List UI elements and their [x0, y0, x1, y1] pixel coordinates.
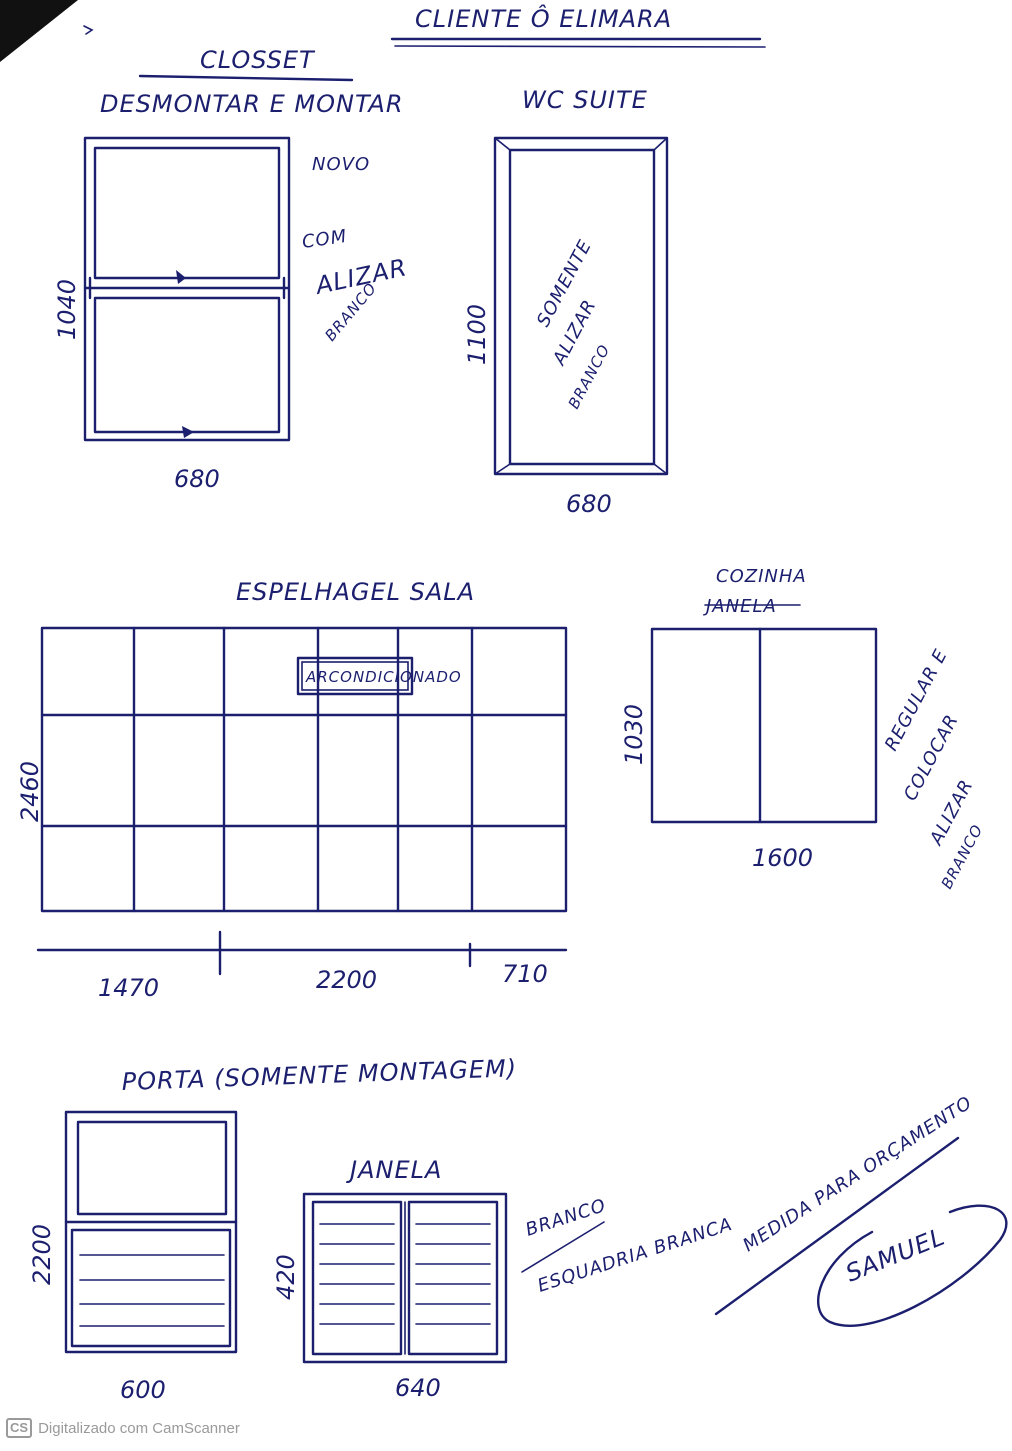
porta-height: 2200	[28, 1224, 56, 1285]
janela-title: JANELA	[346, 1156, 442, 1184]
signature-name: SAMUEL	[842, 1222, 949, 1287]
janela-width: 640	[395, 1374, 441, 1402]
closset-height: 1040	[53, 279, 81, 340]
closset-title: CLOSSET	[200, 46, 316, 74]
sala-segment-3: 710	[502, 960, 548, 988]
porta-title: PORTA (SOMENTE MONTAGEM)	[121, 1054, 517, 1096]
sala-title: ESPELHAGEL SALA	[236, 578, 475, 606]
janela-window-drawing	[302, 1192, 508, 1364]
closset-window-drawing	[83, 136, 291, 442]
camscanner-logo-icon: CS	[6, 1418, 33, 1438]
porta-door-drawing	[64, 1110, 238, 1354]
sala-segment-2: 2200	[316, 966, 377, 994]
signature-slash	[714, 1136, 960, 1316]
header-underline-2	[394, 45, 766, 48]
closset-width: 680	[174, 465, 220, 493]
closset-note-2: COM	[301, 226, 349, 253]
closset-subtitle: DESMONTAR E MONTAR	[100, 90, 404, 118]
cozinha-title: COZINHA	[716, 566, 807, 587]
sala-height: 2460	[16, 761, 44, 822]
sala-dimension-line	[36, 930, 568, 976]
cozinha-subtitle: JANELA	[703, 596, 777, 617]
sala-ac-label: ARCONDICIONADO	[305, 668, 462, 686]
scanner-watermark: CS Digitalizado com CamScanner	[6, 1418, 240, 1438]
cozinha-width: 1600	[752, 844, 813, 872]
janela-note-1: BRANCO	[523, 1195, 609, 1241]
sala-mirror-grid	[40, 626, 568, 913]
closset-underline	[138, 74, 354, 82]
cozinha-window-drawing	[650, 627, 878, 824]
janela-height: 420	[272, 1254, 300, 1300]
scanner-watermark-text: Digitalizado com CamScanner	[38, 1419, 240, 1437]
closset-note-1: NOVO	[312, 154, 370, 175]
cozinha-height: 1030	[620, 704, 648, 765]
porta-width: 600	[120, 1376, 166, 1404]
wc-title: WC SUITE	[522, 86, 648, 114]
signature-loop	[817, 1204, 1008, 1327]
header-title: CLIENTE Ô ELIMARA	[415, 3, 672, 33]
wc-height: 1100	[463, 304, 491, 365]
corner-fold	[0, 0, 78, 62]
wc-frame-drawing	[493, 136, 669, 476]
wc-width: 680	[566, 490, 612, 518]
sala-segment-1: 1470	[98, 974, 159, 1002]
janela-note-line	[521, 1221, 605, 1273]
corner-scribble	[83, 25, 94, 35]
